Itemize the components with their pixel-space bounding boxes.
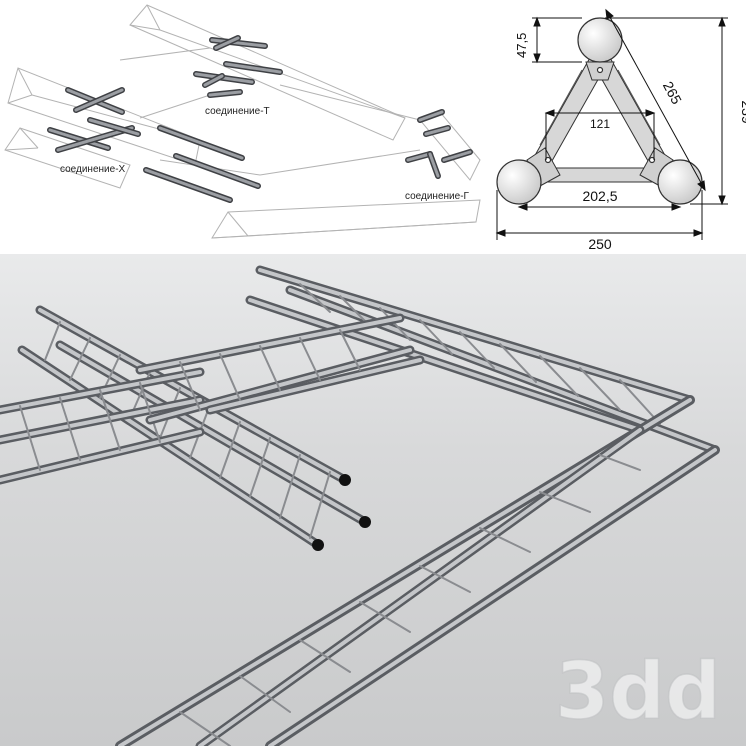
straight-segment-tubes	[143, 125, 261, 203]
front-truss	[115, 395, 720, 746]
dimension-lines	[495, 8, 728, 240]
chord-nodes	[496, 17, 703, 205]
top-chord-circle	[577, 17, 623, 63]
dim-side-length: 265	[660, 79, 685, 107]
watermark: 3dd	[554, 646, 721, 738]
t-connection-label: соединение-Т	[205, 106, 270, 117]
right-chord-circle	[657, 159, 703, 205]
left-horizontal-truss	[0, 367, 205, 485]
connection-schematic: соединение-Т соединение-Х соединение-Г	[4, 4, 481, 239]
truss-render: 3dd	[0, 254, 746, 746]
left-chord-circle	[496, 159, 542, 205]
dim-node-centers: 202,5	[582, 188, 617, 204]
x-connection-tubes	[47, 87, 141, 153]
middle-truss	[135, 313, 425, 425]
dim-overall-width: 250	[588, 236, 612, 252]
watermark-text: 3dd	[555, 647, 721, 737]
crossing-truss	[17, 305, 371, 551]
triangle-frame	[519, 38, 681, 183]
dim-node-height: 47,5	[514, 33, 529, 58]
x-connection-label: соединение-Х	[60, 164, 126, 175]
g-connection-tubes	[405, 109, 473, 179]
g-connection-label: соединение-Г	[405, 191, 470, 202]
wireframe-prisms	[4, 4, 481, 239]
dim-overall-height: 239	[739, 100, 746, 124]
t-connection-tubes	[193, 35, 283, 98]
profile-drawing: 47,5 121 202,5 250 239 265	[495, 8, 746, 252]
dim-inner-span: 121	[590, 117, 610, 131]
render-background	[0, 254, 746, 746]
